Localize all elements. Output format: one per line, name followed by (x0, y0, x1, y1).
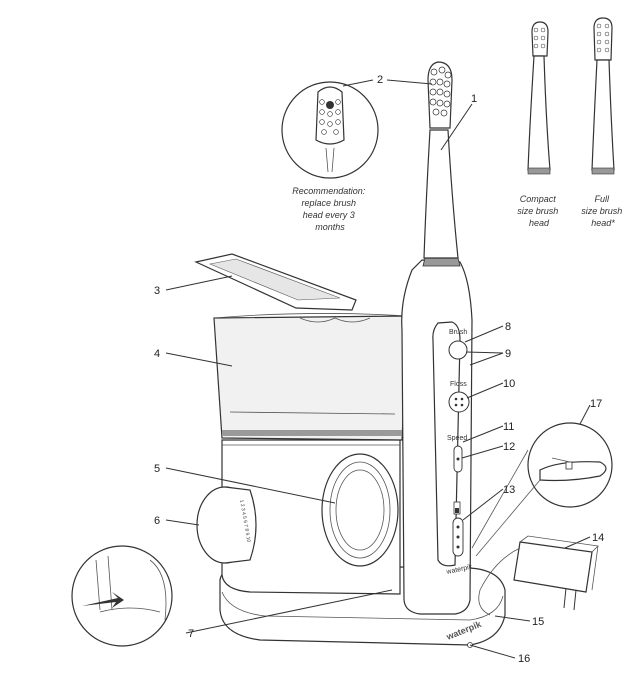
callout-14: 14 (592, 532, 604, 544)
callout-numbers: 1 2 3 4 5 6 7 8 9 10 11 12 13 14 15 16 1… (154, 74, 604, 665)
recommendation-caption: Recommendation: replace brush head every… (292, 186, 368, 232)
callout-1: 1 (471, 93, 477, 105)
callout-12: 12 (503, 441, 515, 453)
water-reservoir (213, 313, 409, 441)
callout-16: 16 (518, 653, 530, 665)
speed-label: Speed (447, 435, 467, 442)
callout-10: 10 (503, 378, 515, 390)
callout-9: 9 (505, 348, 511, 360)
charging-detail-view (527, 422, 613, 508)
leader-lines (165, 79, 591, 659)
callout-13: 13 (503, 484, 515, 496)
reservoir-lid (194, 253, 357, 311)
callout-17: 17 (590, 398, 602, 410)
callout-4: 4 (154, 348, 160, 360)
callout-3: 3 (154, 285, 160, 297)
brush-head-detail-view (281, 81, 379, 179)
floss-button (448, 391, 470, 413)
callout-2: 2 (377, 74, 383, 86)
callout-6: 6 (154, 515, 160, 527)
full-brush-head (591, 17, 615, 175)
hose-storage (321, 453, 399, 567)
brush-button (448, 340, 468, 360)
compact-head-caption: Compact size brush head (517, 194, 561, 228)
floss-mode-label: Floss (450, 381, 467, 388)
callout-7: 7 (188, 628, 194, 640)
brush-head (423, 61, 459, 259)
pressure-dial: 1 2 3 4 5 6 7 8 9 10 (196, 486, 257, 564)
handle-base-detail-view (71, 545, 173, 647)
callout-15: 15 (532, 616, 544, 628)
brush-mode-label: Brush (449, 329, 467, 336)
callout-8: 8 (505, 321, 511, 333)
toothbrush-handle: Brush Floss Speed waterpik (401, 257, 473, 615)
full-head-caption: Full size brush head* (581, 194, 625, 228)
callout-5: 5 (154, 463, 160, 475)
compact-brush-head (527, 21, 551, 175)
power-adapter (478, 535, 599, 616)
callout-11: 11 (503, 421, 514, 433)
